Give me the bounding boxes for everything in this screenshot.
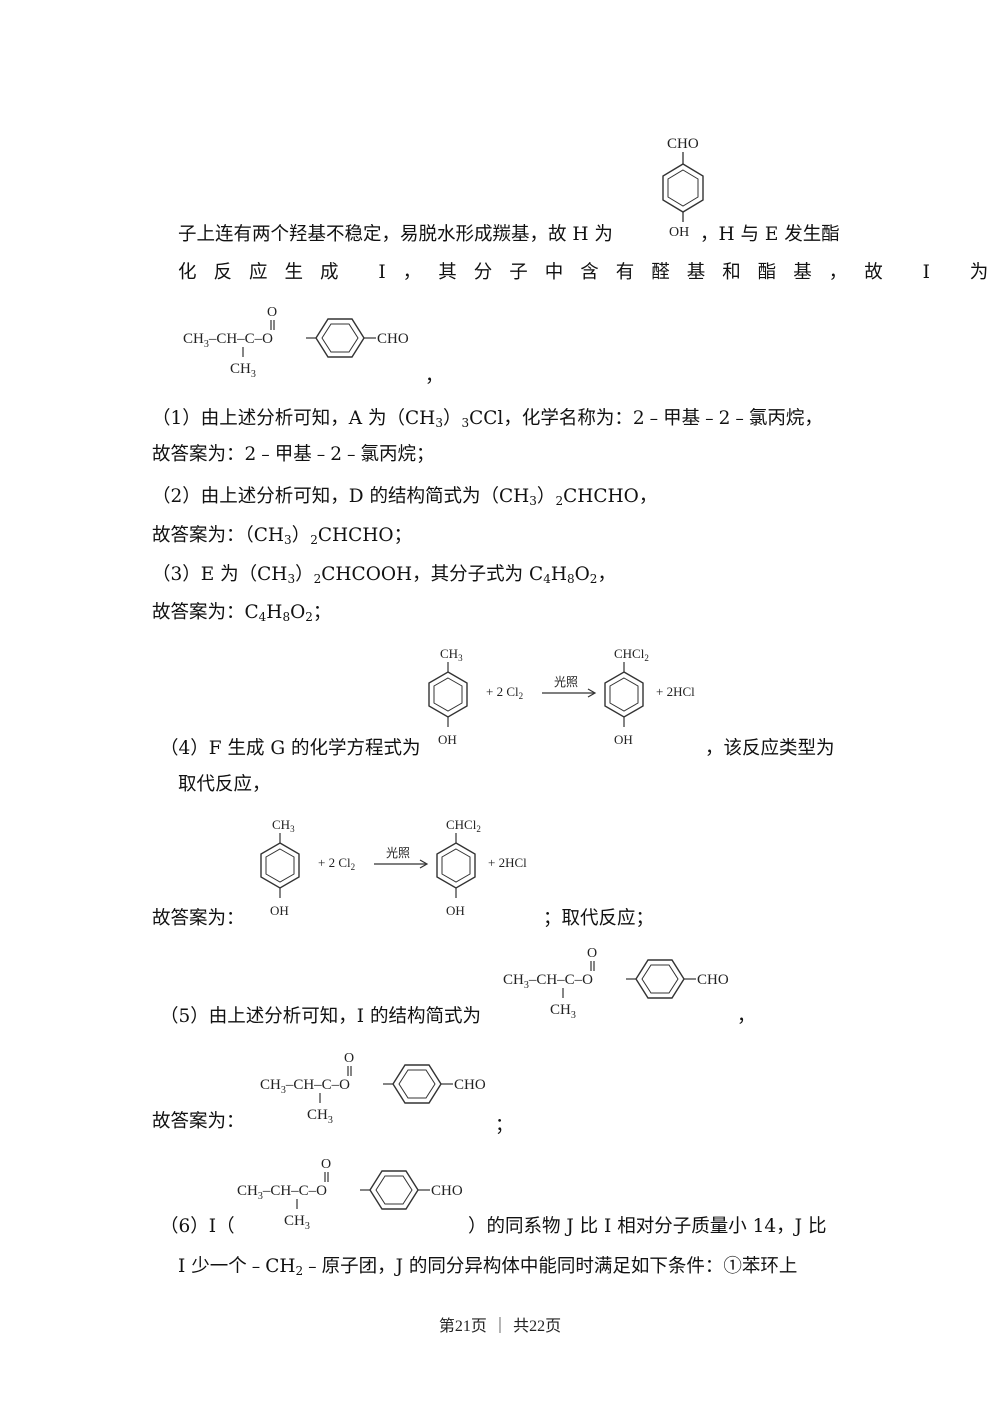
svg-text:CHO: CHO (697, 972, 729, 988)
q2-answer: 故答案为：（CH3）2CHCHO； (152, 525, 413, 547)
svg-text:CHO: CHO (431, 1183, 463, 1199)
text-line-2: 化反应生成 I，其分子中含有醛基和酯基，故 I 为 (178, 262, 1000, 283)
svg-text:O: O (587, 946, 597, 961)
q3-answer: 故答案为：C4H8O2； (152, 602, 332, 624)
svg-text:OH: OH (614, 732, 633, 747)
reaction-equation-1: CH3 OH + 2 Cl2 光照 CHCl2 OH + 2HCl (428, 646, 695, 747)
svg-text:OH: OH (270, 903, 289, 918)
comma-after-i: ， (425, 366, 444, 387)
svg-text:O: O (344, 1051, 354, 1066)
svg-text:+ 2HCl: + 2HCl (488, 855, 527, 870)
svg-text:OH: OH (446, 903, 465, 918)
reaction-equation-2: CH3 OH + 2 Cl2 光照 CHCl2 OH + 2HCl (260, 817, 527, 918)
q4-answer-suffix: ；取代反应； (543, 908, 655, 929)
svg-text:CH3: CH3 (284, 1213, 310, 1232)
svg-text:CH3–CH–C–O: CH3–CH–C–O (503, 972, 593, 991)
svg-text:CH3: CH3 (550, 1002, 576, 1021)
molecule-i-structure-1: CH3–CH–C–O O CH3 CHO (183, 305, 409, 380)
svg-text:CH3–CH–C–O: CH3–CH–C–O (237, 1183, 327, 1202)
svg-text:光照: 光照 (554, 675, 578, 689)
text-line-1: 子上连有两个羟基不稳定，易脱水形成羰基，故 H 为 (178, 224, 613, 245)
svg-text:光照: 光照 (386, 846, 410, 860)
svg-text:CHO: CHO (454, 1077, 486, 1093)
molecule-h-structure: CHO OH (662, 136, 704, 240)
q4-type: 取代反应， (178, 774, 271, 795)
q5-answer-suffix: ； (495, 1115, 514, 1136)
cho-label: CHO (667, 136, 699, 152)
molecule-i-structure-3: CH3–CH–C–O O CH3 CHO (260, 1051, 486, 1126)
q5-line-tail: ， (737, 1006, 756, 1027)
svg-text:CHCl2: CHCl2 (446, 817, 481, 834)
q4-line: （4）F 生成 G 的化学方程式为 (160, 738, 421, 759)
svg-text:CH3: CH3 (230, 361, 256, 380)
oh-label: OH (669, 225, 689, 240)
q2-line: （2）由上述分析可知，D 的结构简式为（CH3）2CHCHO， (152, 486, 658, 508)
svg-text:CH3: CH3 (307, 1107, 333, 1126)
svg-text:CH3–CH–C–O: CH3–CH–C–O (260, 1077, 350, 1096)
svg-text:CH3: CH3 (272, 817, 295, 834)
q6-line-2: I 少一个﹣CH2﹣原子团，J 的同分异构体中能同时满足如下条件：①苯环上 (178, 1256, 798, 1278)
q4-line-tail: ，该反应类型为 (705, 738, 835, 759)
svg-text:+ 2HCl: + 2HCl (656, 684, 695, 699)
q3-line: （3）E 为（CH3）2CHCOOH，其分子式为 C4H8O2， (152, 564, 616, 586)
svg-text:+ 2 Cl2: + 2 Cl2 (318, 855, 355, 872)
text-line-1-tail: ，H 与 E 发生酯 (700, 224, 840, 245)
svg-text:CHO: CHO (377, 331, 409, 347)
q6-line-start: （6）I（ (160, 1216, 235, 1237)
svg-text:O: O (321, 1157, 331, 1172)
svg-text:CHCl2: CHCl2 (614, 646, 649, 663)
svg-text:OH: OH (438, 732, 457, 747)
svg-text:CH3: CH3 (440, 646, 463, 663)
q5-line: （5）由上述分析可知，I 的结构简式为 (160, 1006, 481, 1027)
svg-text:CH3–CH–C–O: CH3–CH–C–O (183, 331, 273, 350)
page-number: 第21页 ｜ 共22页 (438, 1316, 562, 1335)
q5-answer-prefix: 故答案为： (152, 1111, 245, 1132)
q1-line: （1）由上述分析可知，A 为（CH3）3CCl，化学名称为：2﹣甲基﹣2﹣氯丙烷… (152, 408, 823, 430)
svg-text:O: O (267, 305, 277, 320)
q1-answer: 故答案为：2﹣甲基﹣2﹣氯丙烷； (152, 444, 435, 465)
q6-line-mid: ）的同系物 J 比 I 相对分子质量小 14，J 比 (468, 1216, 827, 1237)
molecule-i-structure-2: CH3–CH–C–O O CH3 CHO (503, 946, 729, 1021)
svg-text:+ 2 Cl2: + 2 Cl2 (486, 684, 523, 701)
q4-answer-prefix: 故答案为： (152, 908, 245, 929)
molecule-i-structure-4: CH3–CH–C–O O CH3 CHO (237, 1157, 463, 1232)
